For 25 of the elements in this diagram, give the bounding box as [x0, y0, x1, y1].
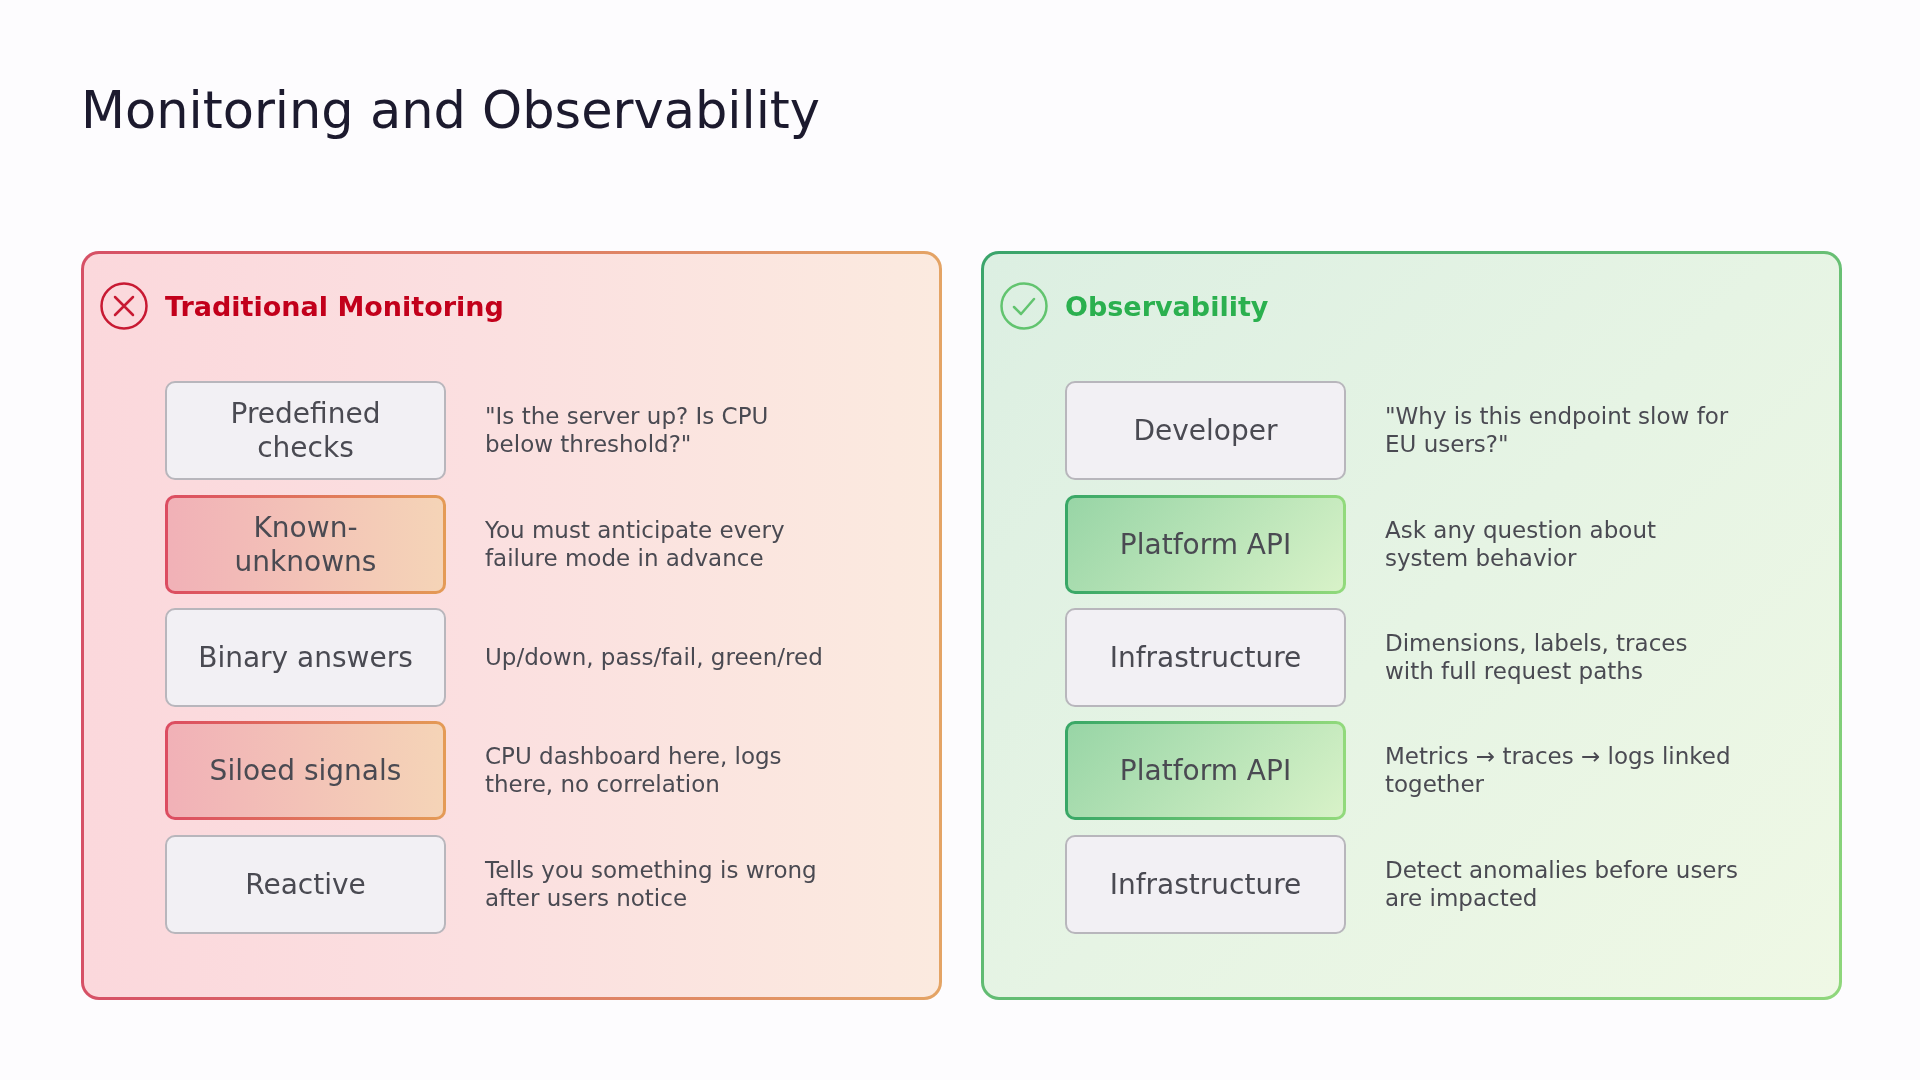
- category-box: Known-unknowns: [165, 495, 446, 594]
- category-box: Platform API: [1065, 721, 1346, 820]
- category-box: Predefined checks: [165, 381, 446, 480]
- category-box: Platform API: [1065, 495, 1346, 594]
- category-box: Binary answers: [165, 608, 446, 707]
- panel-heading: Observability: [1065, 291, 1269, 324]
- category-box: Developer: [1065, 381, 1346, 480]
- description-text: Metrics → traces → logs linked together: [1385, 743, 1732, 799]
- category-box: Infrastructure: [1065, 835, 1346, 934]
- description-text: "Why is this endpoint slow for EU users?": [1385, 403, 1730, 459]
- description-text: Tells you something is wrong after users notice: [485, 857, 818, 913]
- description-text: Ask any question about system behavior: [1385, 517, 1657, 573]
- comparison-panel: [81, 251, 942, 1000]
- slide-title: Monitoring and Observability: [81, 80, 821, 142]
- panel-heading: Traditional Monitoring: [165, 291, 504, 324]
- category-box: Siloed signals: [165, 721, 446, 820]
- category-box: Reactive: [165, 835, 446, 934]
- comparison-panel: [981, 251, 1842, 1000]
- category-box: Infrastructure: [1065, 608, 1346, 707]
- description-text: "Is the server up? Is CPU below threshold?": [485, 403, 770, 459]
- description-text: Dimensions, labels, traces with full request paths: [1385, 630, 1689, 686]
- description-text: Detect anomalies before users are impacted: [1385, 857, 1739, 913]
- description-text: CPU dashboard here, logs there, no correlation: [485, 743, 783, 799]
- description-text: Up/down, pass/fail, green/red: [485, 644, 823, 672]
- description-text: You must anticipate every failure mode in advance: [485, 517, 786, 573]
